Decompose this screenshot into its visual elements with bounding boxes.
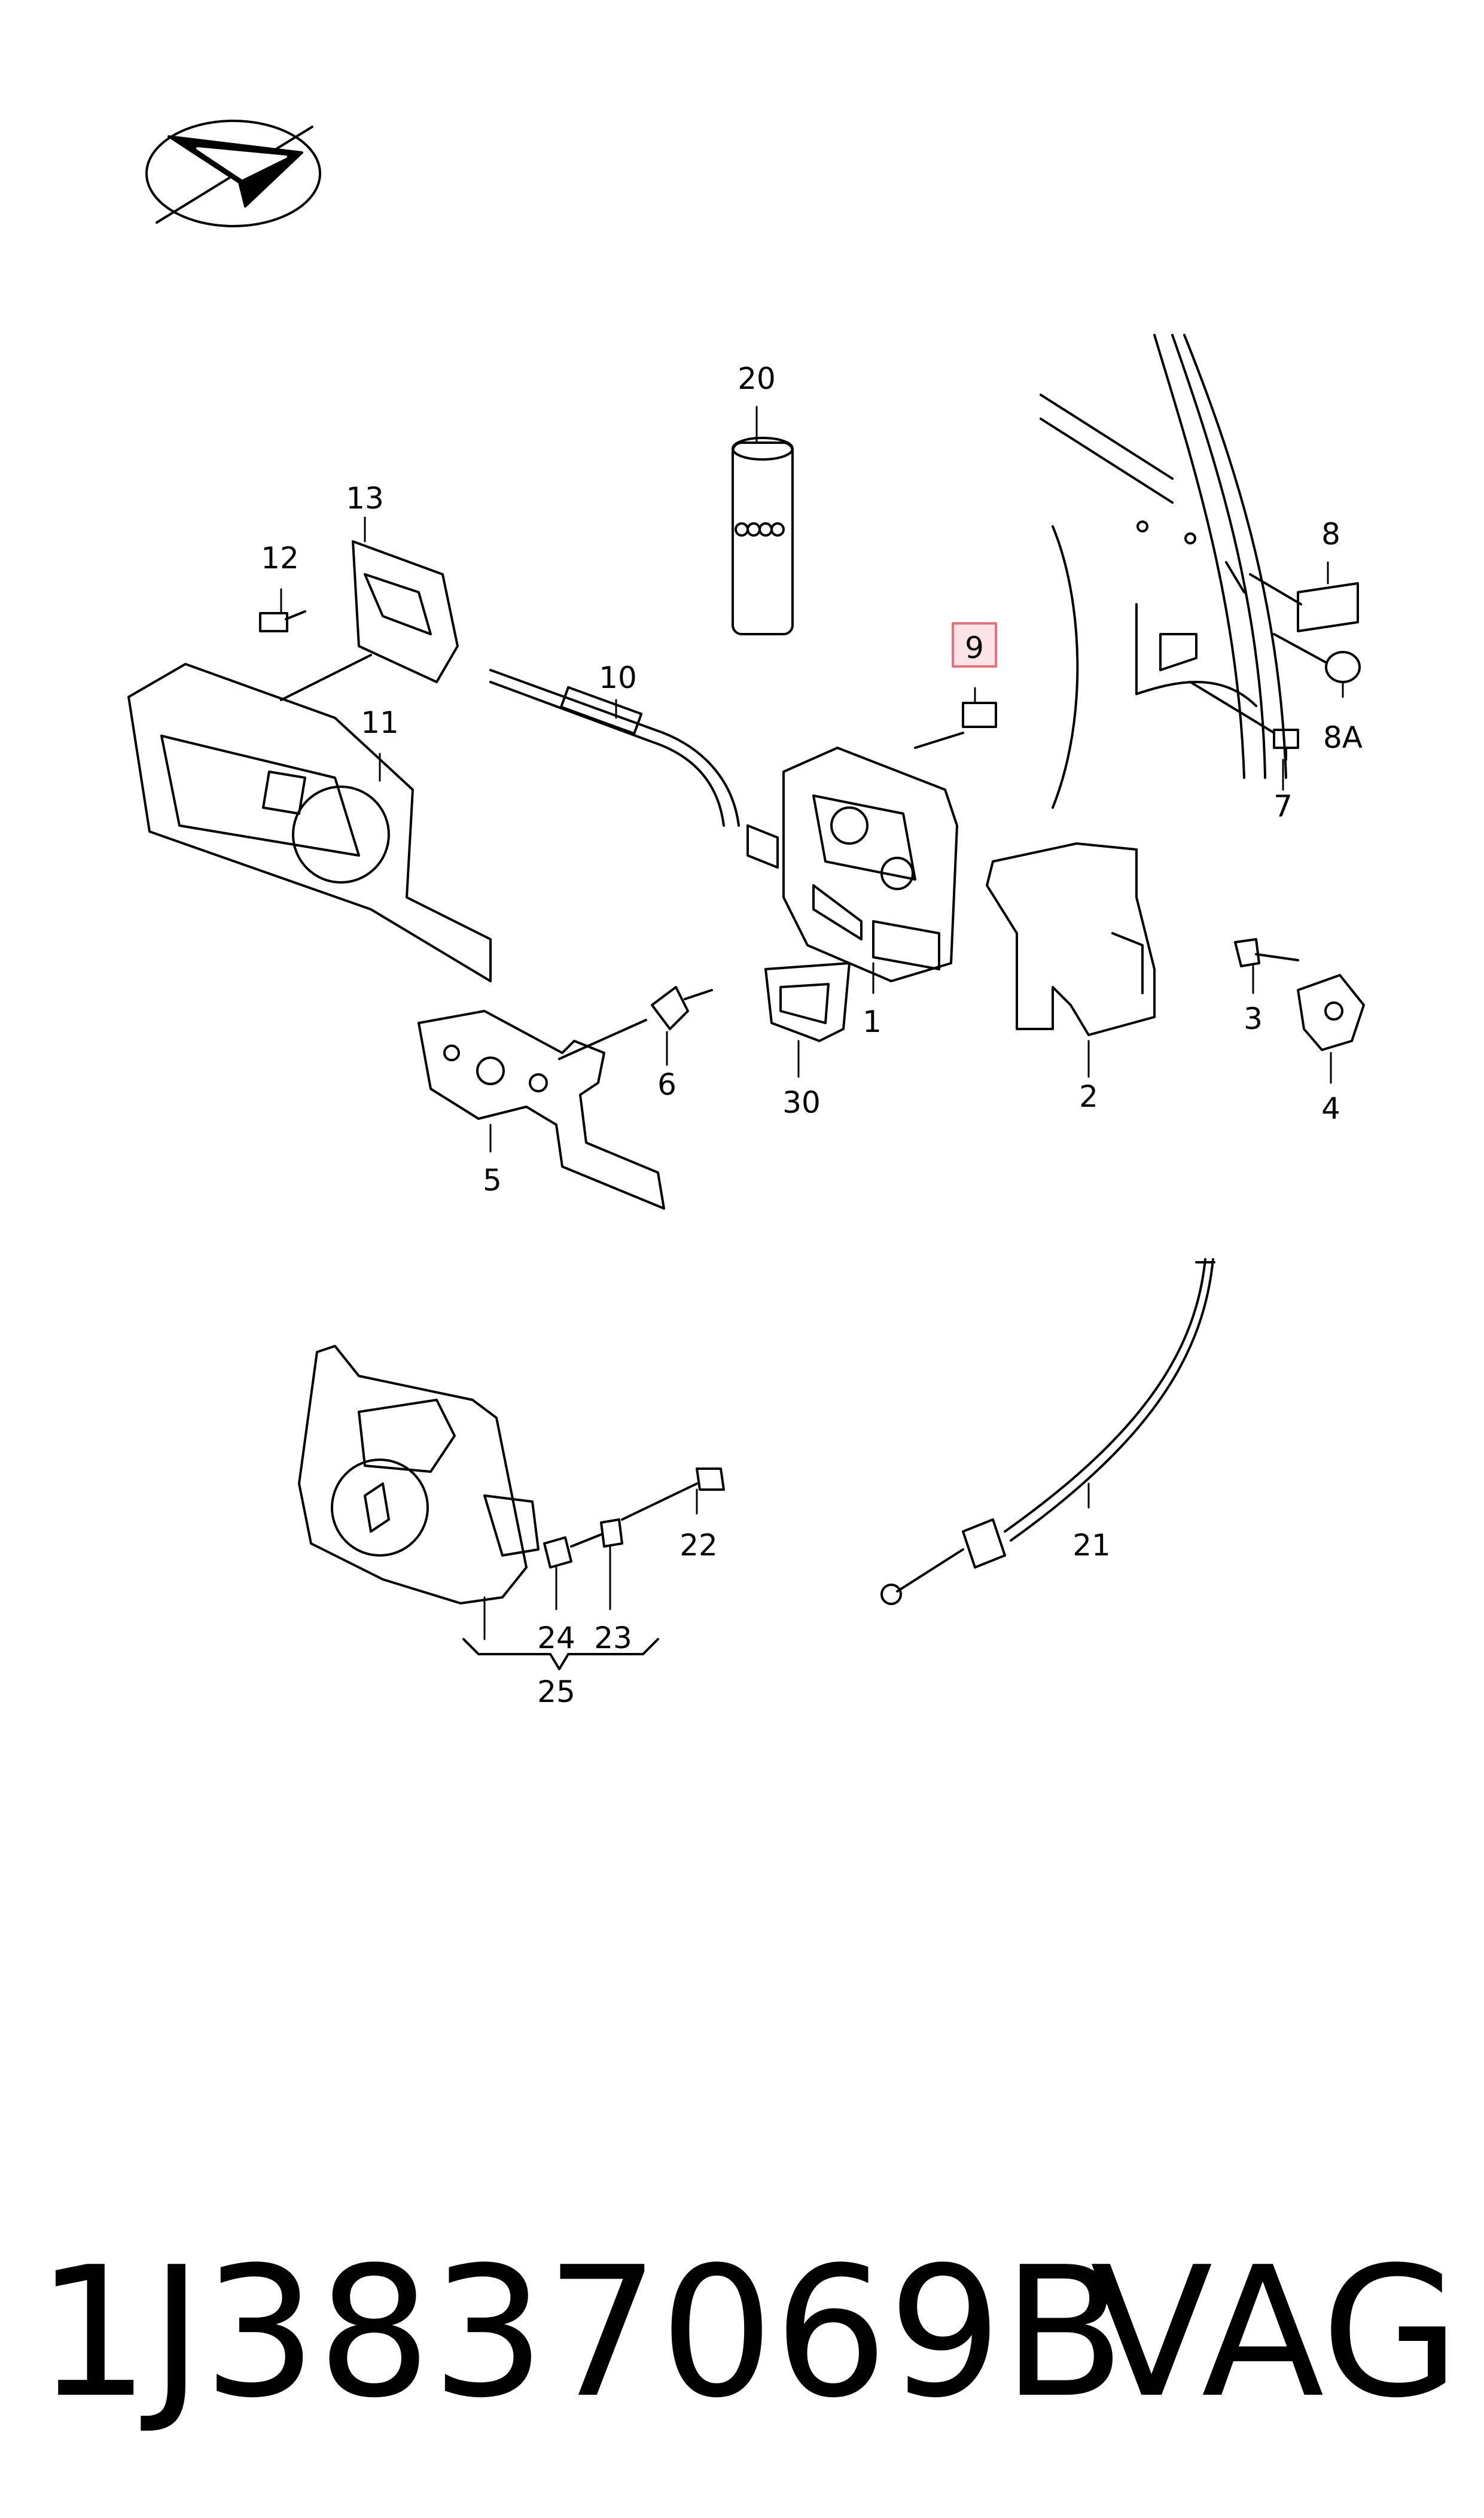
leader-lines — [280, 406, 1344, 1640]
callout-5: 5 — [483, 1163, 502, 1198]
callout-11: 11 — [361, 705, 399, 740]
callout-23: 23 — [594, 1621, 632, 1655]
group-bracket — [462, 1638, 659, 1670]
part-3-screw — [1234, 938, 1299, 967]
callout-7: 7 — [1273, 789, 1293, 824]
callout-labels: 1 2 3 4 5 6 7 8 8A 9 10 11 12 13 20 21 2… — [261, 361, 1363, 1709]
part-7-bolt — [1189, 681, 1299, 761]
orientation-logo — [145, 120, 321, 227]
part-25-lock-motor — [298, 1345, 540, 1604]
door-frame-part — [1040, 334, 1287, 809]
part-13-bracket — [352, 540, 459, 683]
callout-20: 20 — [738, 361, 776, 396]
part-1-door-lock — [746, 747, 958, 982]
part-4-striker — [1297, 974, 1365, 1051]
part-24-nut — [543, 1536, 572, 1569]
callout-4: 4 — [1321, 1091, 1340, 1126]
callout-9-highlight — [952, 622, 997, 668]
callout-2: 2 — [1079, 1079, 1098, 1114]
callout-10: 10 — [599, 660, 637, 695]
part-6-pin — [651, 986, 713, 1030]
part-20-spray-can — [732, 437, 794, 635]
part-21-cable — [880, 1258, 1215, 1605]
part-22-screw — [621, 1467, 725, 1521]
callout-1: 1 — [863, 1004, 882, 1039]
callout-25: 25 — [537, 1674, 575, 1709]
part-8-pad — [1249, 573, 1359, 632]
callout-6: 6 — [657, 1067, 677, 1102]
part-5-lever — [418, 1010, 665, 1210]
callout-8: 8 — [1321, 517, 1340, 552]
part-30-seal — [764, 962, 851, 1042]
callout-22: 22 — [679, 1528, 718, 1563]
part-9-pin — [914, 702, 997, 749]
part-23-sleeve — [570, 1518, 623, 1548]
part-8a-washer — [1273, 633, 1361, 683]
callout-9: 9 — [965, 631, 984, 665]
exploded-parts-diagram: 1 2 3 4 5 6 7 8 8A 9 10 11 12 13 20 21 2… — [127, 120, 1365, 1709]
part-2-bracket — [986, 842, 1156, 1036]
callout-8a: 8A — [1323, 720, 1363, 755]
callout-30: 30 — [782, 1085, 821, 1120]
callout-21: 21 — [1072, 1528, 1111, 1563]
brand-label: VAG — [1090, 2228, 1460, 2437]
part-number: 1J3837069B — [36, 2228, 1126, 2437]
callout-24: 24 — [537, 1621, 575, 1655]
part-11-handle — [127, 654, 492, 982]
part-12-bolt — [259, 610, 306, 632]
callout-3: 3 — [1244, 1001, 1263, 1036]
callout-12: 12 — [261, 541, 299, 576]
callout-13: 13 — [346, 481, 384, 516]
part-10-rod — [489, 669, 740, 827]
